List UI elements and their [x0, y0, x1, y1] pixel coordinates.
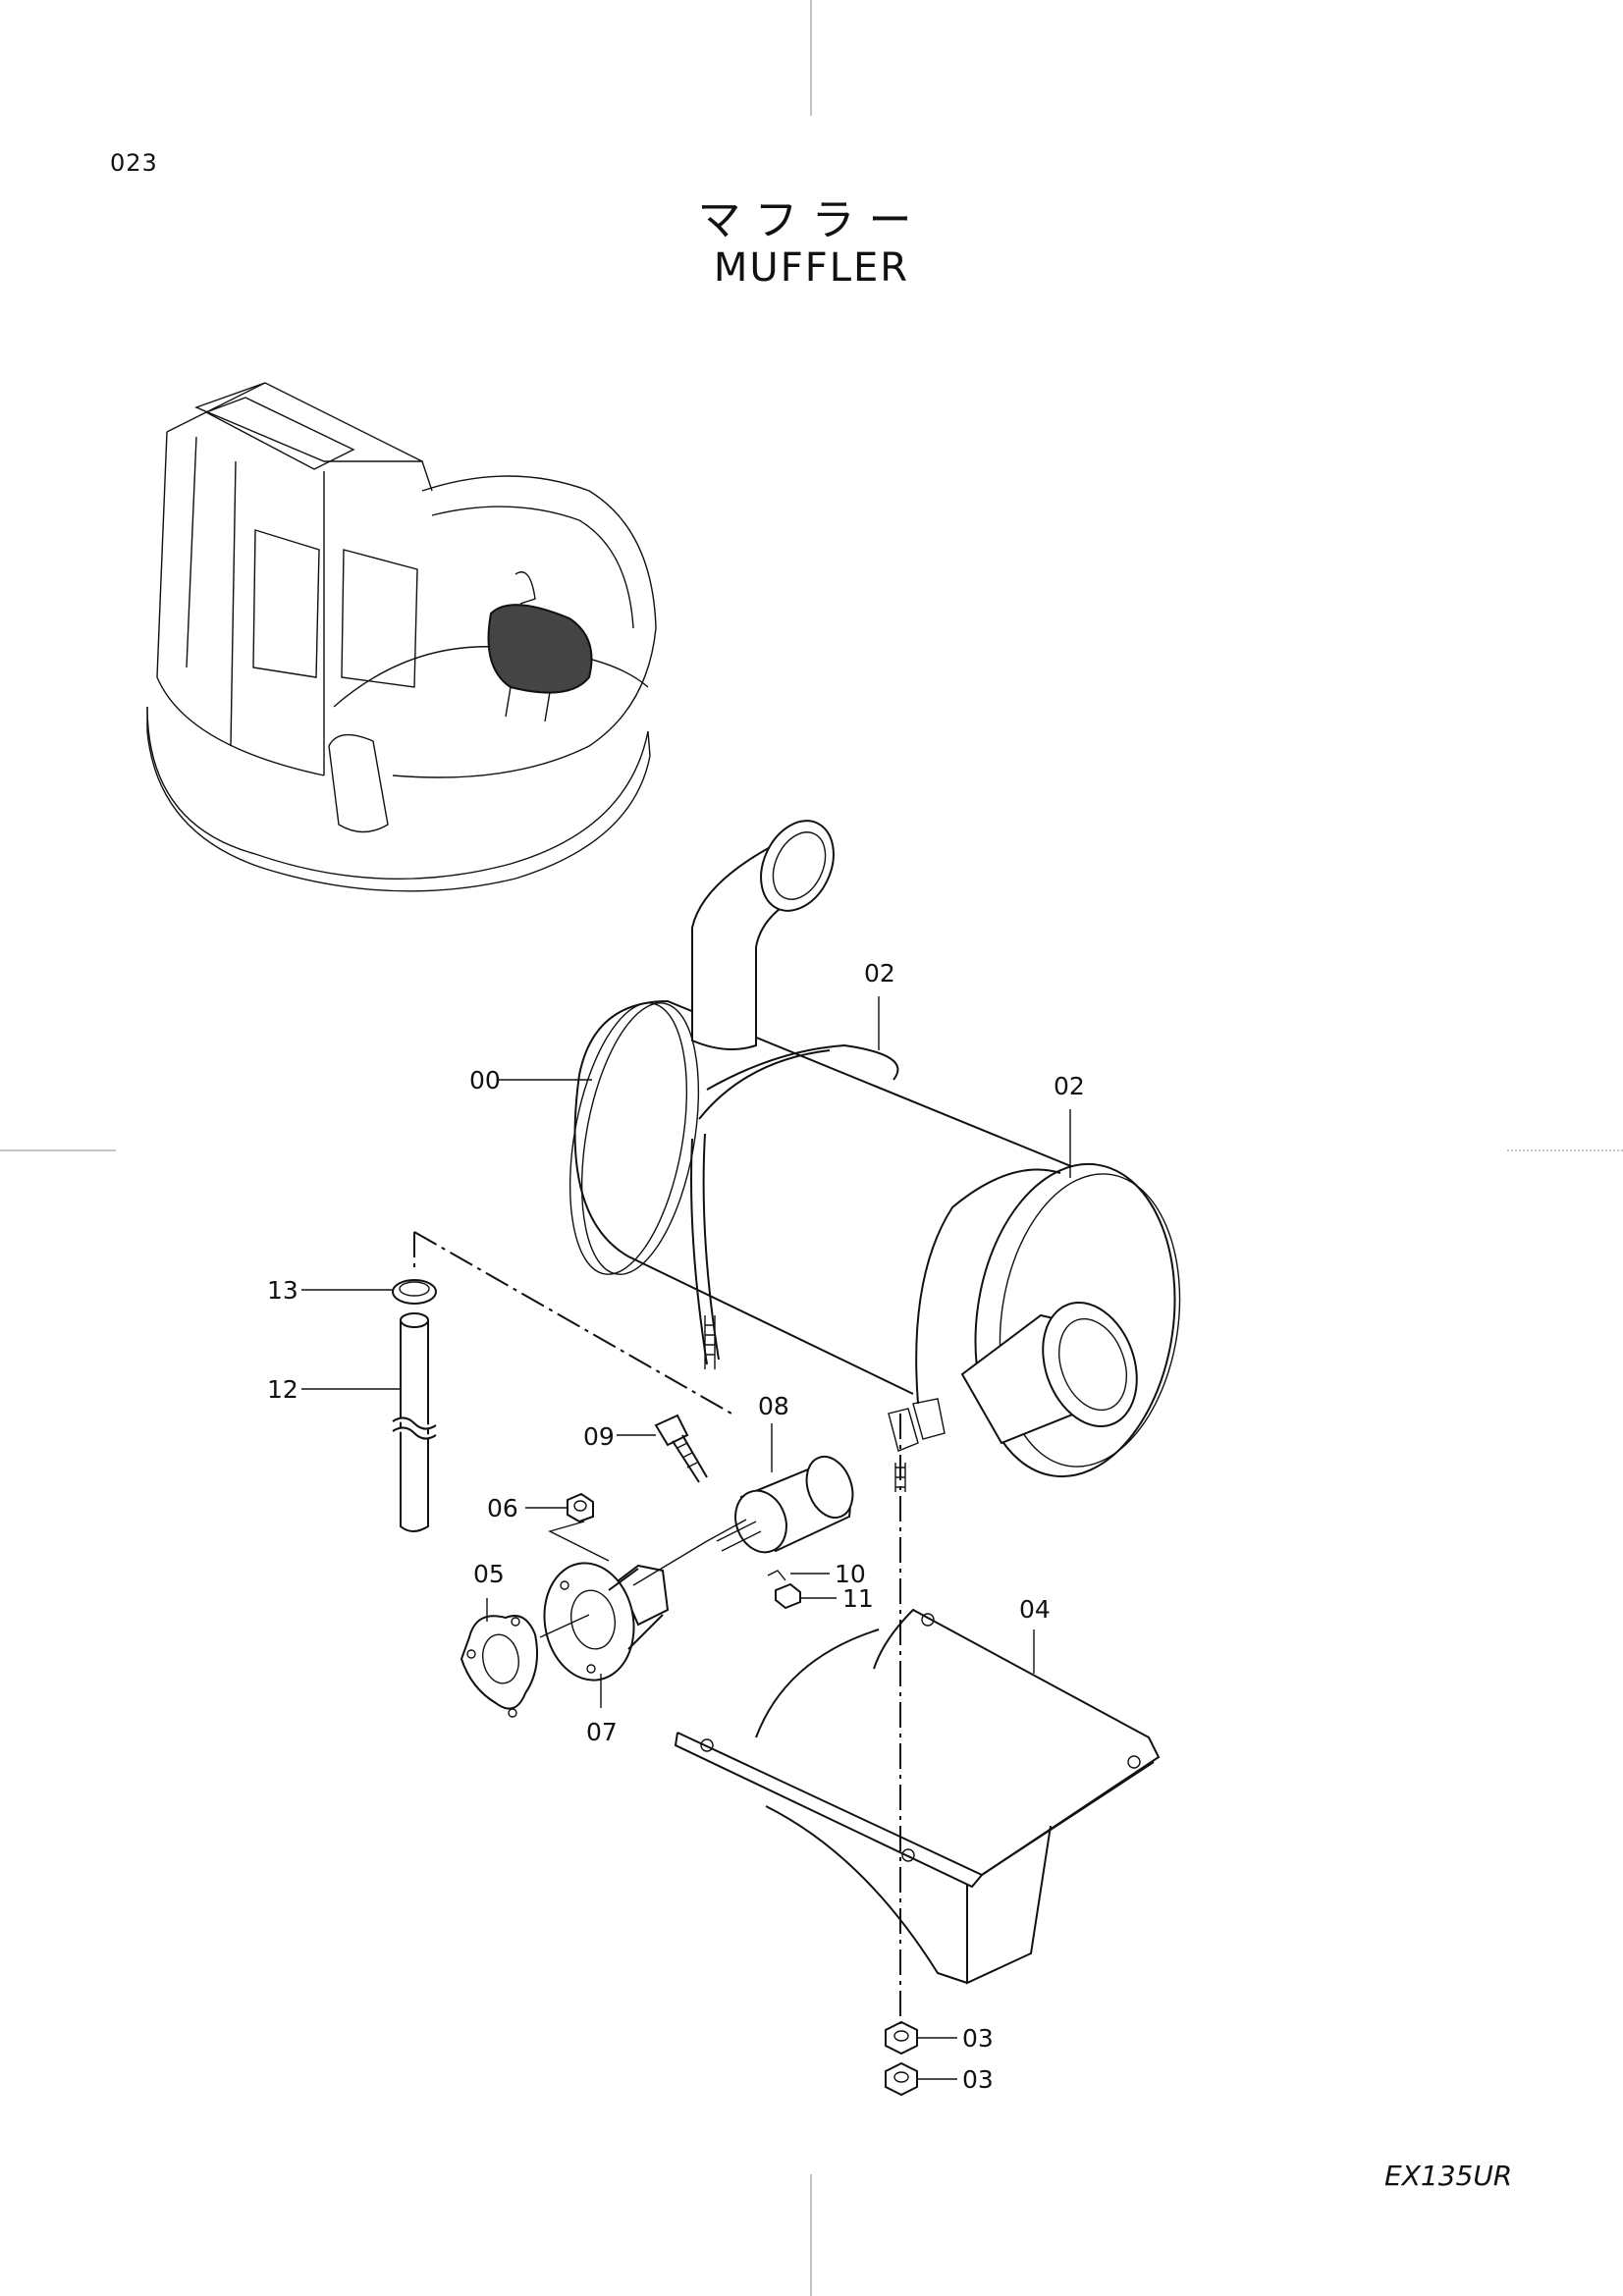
- callout-02-top: 02: [864, 959, 895, 988]
- bolt: [654, 1414, 708, 1483]
- callout-00: 00: [469, 1066, 501, 1095]
- lock-nuts: [885, 2020, 918, 2097]
- callout-11: 11: [842, 1584, 874, 1613]
- muffler-bracket: [674, 1608, 1161, 1985]
- callout-02-right: 02: [1054, 1072, 1085, 1100]
- callout-08: 08: [758, 1392, 789, 1420]
- leader-lines: [301, 996, 1071, 2080]
- callout-03-lower: 03: [962, 2065, 994, 2094]
- title-english: MUFFLER: [713, 245, 910, 291]
- gasket: [460, 1615, 538, 1718]
- muffler-body: [568, 999, 1181, 1492]
- callout-03-upper: 03: [962, 2024, 994, 2053]
- small-nut: [775, 1582, 801, 1610]
- callout-06: 06: [487, 1494, 518, 1522]
- callout-04: 04: [1019, 1595, 1051, 1624]
- callout-07: 07: [586, 1718, 618, 1746]
- pipe-adapter: [716, 1456, 854, 1554]
- callout-10: 10: [835, 1560, 866, 1588]
- callout-05: 05: [473, 1560, 505, 1588]
- callout-09: 09: [583, 1422, 615, 1451]
- drain-tube: [392, 1279, 437, 1532]
- callout-13: 13: [267, 1276, 298, 1305]
- page-number: 023: [110, 149, 158, 177]
- title-japanese: マフラー: [697, 195, 926, 245]
- model-code: EX135UR: [1384, 2160, 1513, 2192]
- callout-12: 12: [267, 1375, 298, 1404]
- excavator-overview-illustration: [146, 382, 657, 892]
- exhaust-stack: [691, 820, 835, 1050]
- assembly-center-lines: [413, 1231, 901, 2024]
- nut: [567, 1492, 594, 1523]
- flange: [543, 1562, 670, 1682]
- clip: [767, 1570, 786, 1581]
